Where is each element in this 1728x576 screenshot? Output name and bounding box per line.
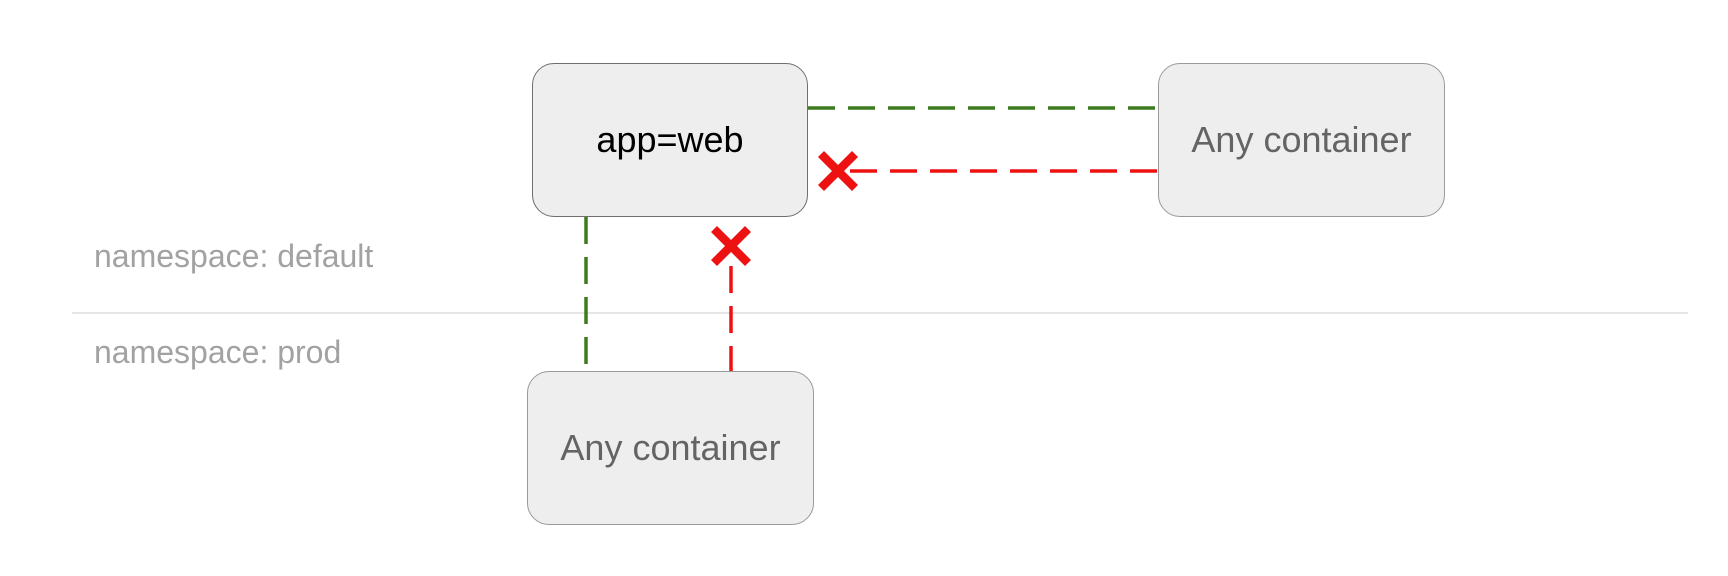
any-container-default-label: Any container [1191, 119, 1412, 160]
any-container-default-node: Any container [1158, 63, 1445, 217]
web-pod-label: app=web [596, 119, 744, 160]
namespace-default-label: namespace: default [94, 238, 374, 274]
namespace-prod-label: namespace: prod [94, 334, 342, 370]
web-pod-node: app=web [532, 63, 808, 217]
any-container-prod-node: Any container [527, 371, 814, 525]
red-x-icon [711, 226, 751, 266]
red-x-icon [818, 151, 858, 191]
any-container-prod-label: Any container [560, 427, 781, 468]
